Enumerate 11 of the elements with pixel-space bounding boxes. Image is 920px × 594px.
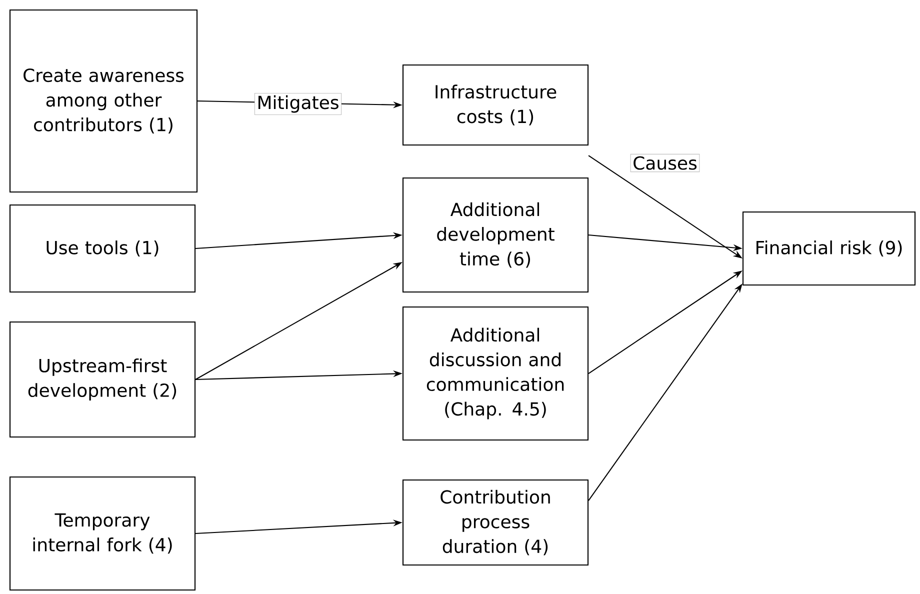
process-box: Infrastructure costs (1) <box>402 64 589 146</box>
process-box: Upstream-first development (2) <box>9 321 196 438</box>
process-box: Additional development time (6) <box>402 177 589 293</box>
process-box: Create awareness among other contributors (1) <box>9 9 198 193</box>
process-box: Additional discussion and communication (Chap. 4.5) <box>402 306 589 441</box>
process-box: Use tools (1) <box>9 204 196 293</box>
process-box: Temporary internal fork (4) <box>9 476 196 591</box>
process-box: Financial risk (9) <box>742 211 916 286</box>
edge-label: Causes <box>630 154 700 172</box>
process-box: Contribution process duration (4) <box>402 479 589 566</box>
edge-label: Mitigates <box>254 93 342 115</box>
